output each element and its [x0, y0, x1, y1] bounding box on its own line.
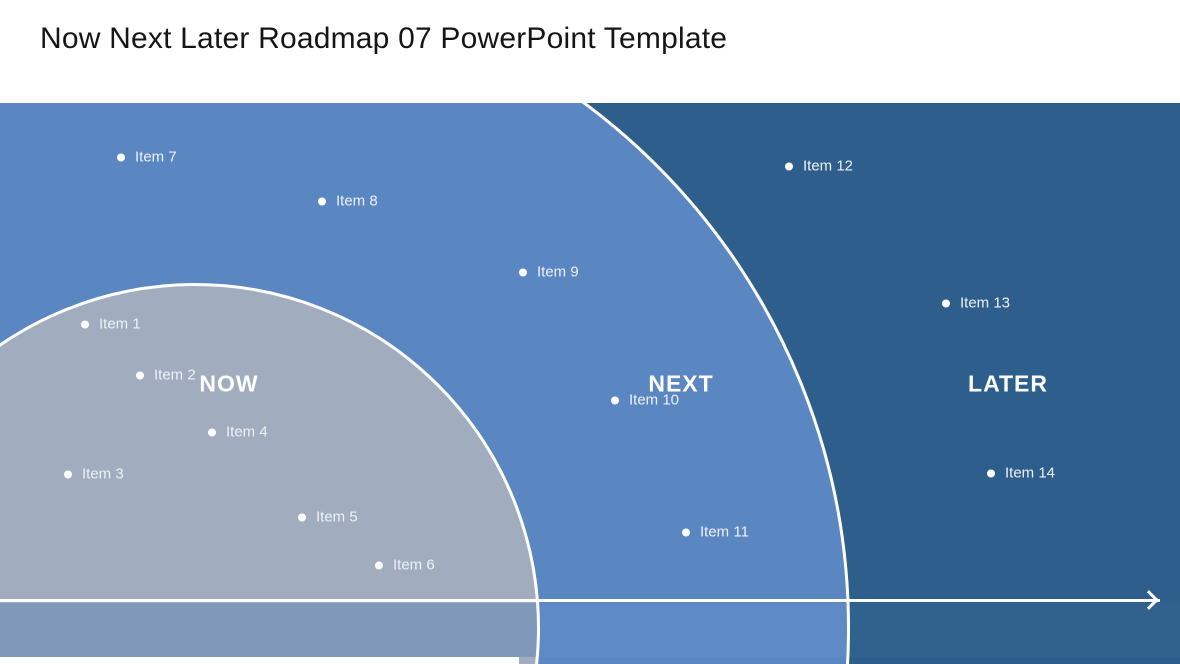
item-label: Item 14 [1005, 464, 1056, 482]
roadmap-item-next: Item 8 [318, 193, 378, 210]
item-bullet-dot [682, 528, 690, 536]
roadmap-item-now: Item 1 [81, 316, 141, 333]
item-bullet-dot [81, 320, 89, 328]
band-label-next: NEXT [648, 370, 714, 396]
item-label: Item 6 [393, 556, 435, 574]
roadmap-item-next: Item 9 [519, 264, 579, 281]
item-label: Item 13 [960, 294, 1011, 312]
item-bullet-dot [375, 561, 383, 569]
roadmap-item-later: Item 13 [942, 295, 1010, 312]
item-label: Item 9 [537, 263, 579, 281]
roadmap-item-next: Item 11 [682, 524, 749, 541]
roadmap-item-now: Item 2 [136, 367, 196, 384]
roadmap-item-next: Item 10 [611, 392, 679, 409]
roadmap-diagram: Item 1 Item 2 Item 3 Item 4 Item 5 Item 6 Item… [0, 103, 1180, 664]
item-bullet-dot [987, 469, 995, 477]
item-bullet-dot [318, 197, 326, 205]
item-bullet-dot [117, 153, 125, 161]
item-bullet-dot [519, 268, 527, 276]
item-bullet-dot [136, 371, 144, 379]
item-label: Item 5 [316, 508, 358, 526]
item-label: Item 4 [226, 423, 268, 441]
roadmap-item-now: Item 5 [298, 509, 358, 526]
item-bullet-dot [64, 470, 72, 478]
timeline-arrow-line [0, 599, 1160, 602]
item-label: Item 11 [700, 523, 749, 541]
item-label: Item 10 [629, 391, 680, 409]
item-label: Item 2 [154, 366, 196, 384]
timeline-band [0, 603, 1180, 657]
slide-title: Now Next Later Roadmap 07 PowerPoint Tem… [40, 22, 728, 55]
item-label: Item 8 [336, 192, 378, 210]
roadmap-item-now: Item 4 [208, 424, 268, 441]
items-layer: Item 1 Item 2 Item 3 Item 4 Item 5 Item 6 Item… [0, 103, 1180, 664]
roadmap-item-next: Item 7 [117, 149, 177, 166]
band-label-later: LATER [968, 370, 1048, 396]
roadmap-item-now: Item 6 [375, 557, 435, 574]
now-band [0, 603, 540, 657]
roadmap-item-later: Item 14 [987, 465, 1055, 482]
bottom-edge-strip [0, 657, 519, 664]
roadmap-item-now: Item 3 [64, 466, 124, 483]
roadmap-item-later: Item 12 [785, 158, 853, 175]
item-label: Item 3 [82, 465, 124, 483]
item-bullet-dot [298, 513, 306, 521]
item-bullet-dot [208, 428, 216, 436]
item-bullet-dot [785, 162, 793, 170]
item-label: Item 7 [135, 148, 177, 166]
item-bullet-dot [942, 299, 950, 307]
band-label-now: NOW [199, 370, 259, 396]
item-label: Item 1 [99, 315, 141, 333]
item-bullet-dot [611, 396, 619, 404]
item-label: Item 12 [803, 157, 854, 175]
